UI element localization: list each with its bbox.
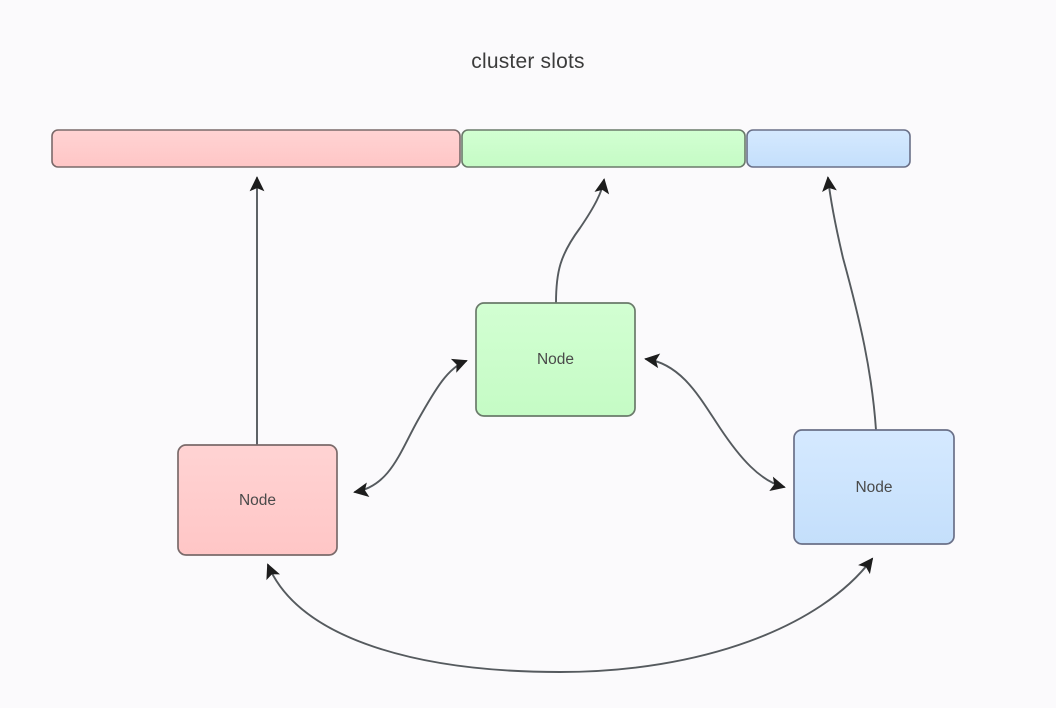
page-title: cluster slots (471, 50, 585, 73)
edge-node-pink-node-blue (266, 557, 874, 673)
node-green[interactable] (475, 302, 636, 417)
edge-node-pink-node-green (353, 358, 468, 498)
edge-node-green-to-slot-green (555, 178, 610, 304)
edge-node-blue-to-slot-blue (822, 176, 877, 431)
node-pink[interactable] (177, 444, 338, 556)
node-blue[interactable] (793, 429, 955, 545)
slot-segment-pink[interactable] (51, 129, 461, 168)
slot-segment-blue[interactable] (746, 129, 911, 168)
cluster-slots-bar (51, 129, 911, 168)
slot-segment-green[interactable] (461, 129, 746, 168)
edge-node-green-node-blue (644, 353, 786, 491)
